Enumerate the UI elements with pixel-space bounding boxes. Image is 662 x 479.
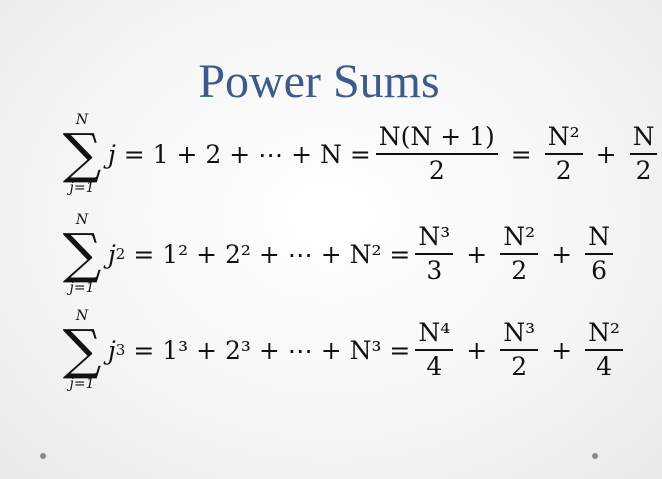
fraction-denominator: 2 — [511, 256, 528, 285]
lower-limit: j=1 — [69, 180, 95, 196]
fraction-numerator: N — [585, 221, 613, 255]
lower-limit: j=1 — [69, 376, 95, 392]
corner-dot-left — [40, 453, 46, 459]
fraction-denominator: 4 — [596, 352, 613, 381]
lower-limit: j=1 — [69, 280, 95, 296]
operator: + — [551, 239, 573, 269]
fraction: N³ 2 — [500, 317, 539, 383]
summation: N ∑ j=1 — [62, 212, 102, 296]
fraction-denominator: 2 — [555, 156, 572, 185]
upper-limit: N — [75, 212, 89, 228]
fraction-numerator: N² — [544, 121, 583, 155]
fraction-numerator: N³ — [500, 317, 539, 351]
fraction-denominator: 2 — [635, 156, 652, 185]
summand-exponent: 3 — [115, 341, 126, 359]
fraction: N² 4 — [585, 317, 624, 383]
fraction: N 2 — [629, 121, 658, 187]
expansion: = 1³ + 2³ + ⋯ + N³ = — [133, 335, 411, 365]
fraction: N² 2 — [544, 121, 583, 187]
slide-title: Power Sums — [198, 55, 440, 108]
upper-limit: N — [75, 112, 89, 128]
fraction: N⁴ 4 — [415, 317, 454, 383]
fraction-numerator: N³ — [415, 221, 454, 255]
upper-limit: N — [75, 308, 89, 324]
fraction-denominator: 4 — [426, 352, 443, 381]
fraction-numerator: N(N + 1) — [375, 121, 498, 155]
operator: + — [551, 335, 573, 365]
summand-exponent: 2 — [115, 245, 126, 263]
expansion: = 1 + 2 + ⋯ + N = — [123, 139, 371, 169]
summation: N ∑ j=1 — [62, 112, 102, 196]
fraction-numerator: N² — [585, 317, 624, 351]
sigma-symbol: ∑ — [62, 222, 102, 285]
summand: j — [108, 239, 116, 269]
summand: j — [108, 335, 116, 365]
fraction-denominator: 2 — [511, 352, 528, 381]
summand: j — [108, 139, 116, 169]
summation: N ∑ j=1 — [62, 308, 102, 392]
sigma-symbol: ∑ — [62, 122, 102, 185]
equation-sum-j: N ∑ j=1 j = 1 + 2 + ⋯ + N = N(N + 1) 2 =… — [62, 112, 662, 196]
expansion: = 1² + 2² + ⋯ + N² = — [133, 239, 411, 269]
fraction-denominator: 3 — [426, 256, 443, 285]
corner-dot-right — [592, 453, 598, 459]
fraction: N³ 3 — [415, 221, 454, 287]
fraction: N² 2 — [500, 221, 539, 287]
fraction-denominator: 6 — [591, 256, 607, 285]
fraction: N(N + 1) 2 — [375, 121, 498, 187]
operator: + — [595, 139, 617, 169]
fraction-numerator: N⁴ — [415, 317, 454, 351]
operator: + — [466, 335, 488, 365]
fraction-numerator: N² — [500, 221, 539, 255]
fraction: N 6 — [585, 221, 613, 287]
fraction-numerator: N — [629, 121, 658, 155]
operator: = — [510, 139, 532, 169]
sigma-symbol: ∑ — [62, 318, 102, 381]
operator: + — [466, 239, 488, 269]
fraction-denominator: 2 — [428, 156, 445, 185]
